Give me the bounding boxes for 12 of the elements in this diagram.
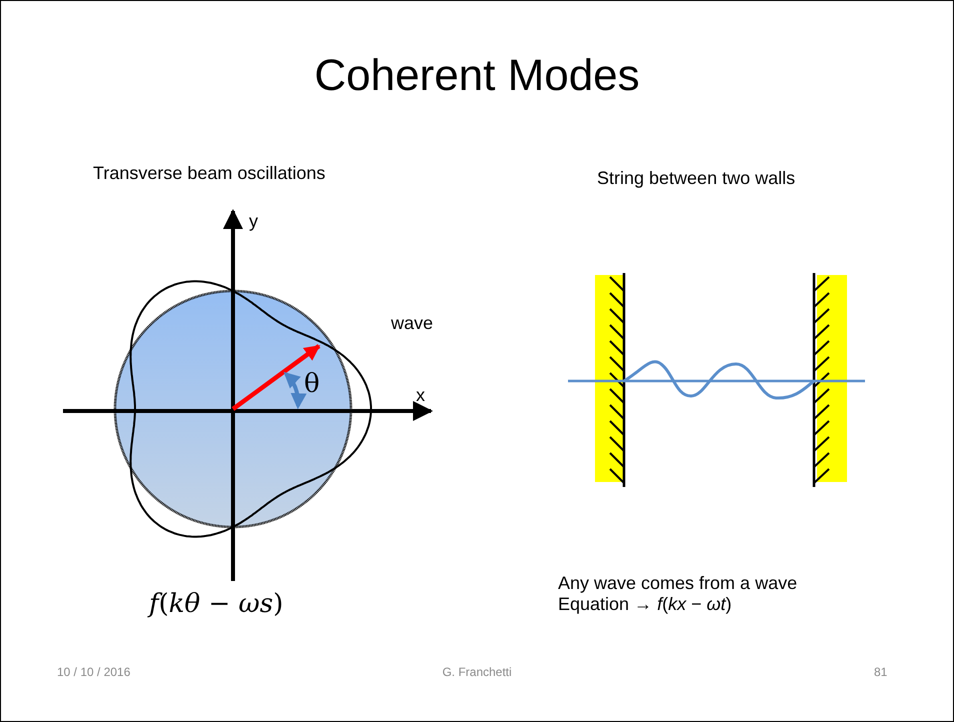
annotation-text: wave bbox=[391, 313, 434, 334]
axis-label: x bbox=[416, 385, 425, 406]
caption-text: String between two walls bbox=[597, 168, 796, 189]
angle-label: θ bbox=[304, 369, 320, 399]
formula-text: f(kθ − ωs) bbox=[149, 589, 284, 619]
footer-author: G. Franchetti bbox=[442, 665, 512, 679]
caption-text: Transverse beam oscillations bbox=[93, 163, 326, 184]
axis-label: y bbox=[249, 211, 258, 232]
equation-text: Any wave comes from a wave Equation → f(kx − ωt) bbox=[558, 573, 798, 615]
slide-title: Coherent Modes bbox=[314, 51, 640, 101]
footer-date: 10 / 10 / 2016 bbox=[57, 665, 130, 679]
page-number: 81 bbox=[874, 665, 888, 679]
